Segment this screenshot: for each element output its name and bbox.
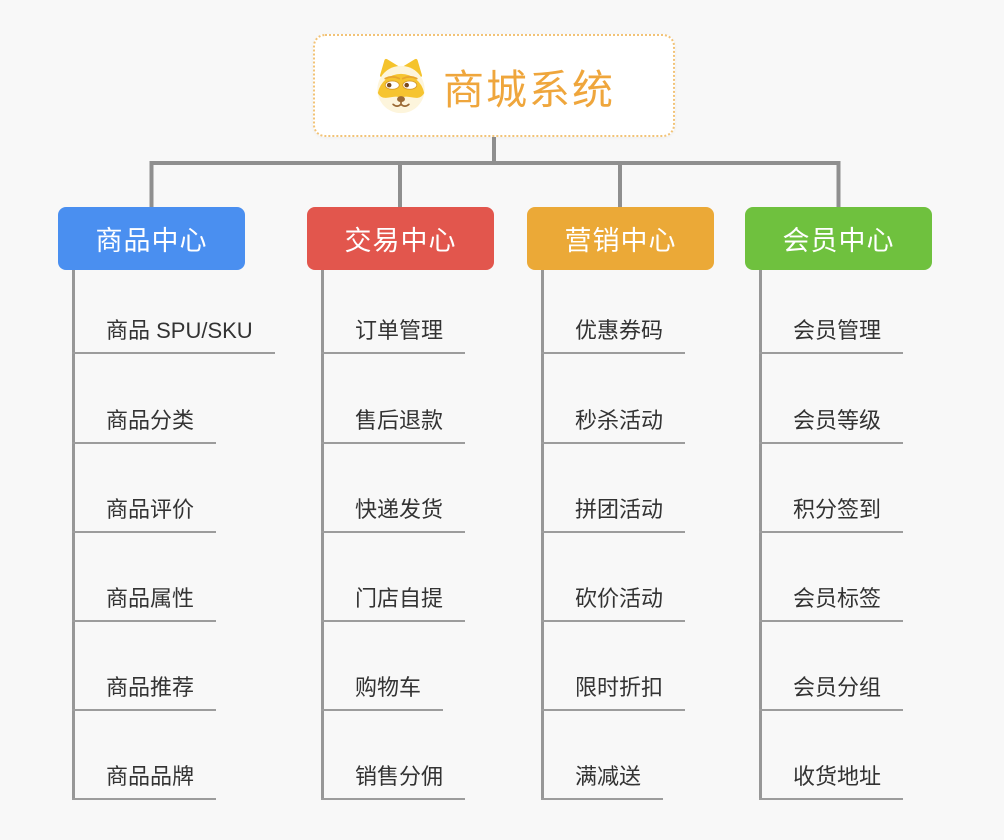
leaf-node[interactable]: 秒杀活动 [541,406,686,444]
leaf-node[interactable]: 积分签到 [759,495,904,533]
branch-spine [541,270,544,800]
leaf-node[interactable]: 会员等级 [759,406,904,444]
branch-column-trade-center: 交易中心 订单管理 售后退款 快递发货 门店自提 购物车 销售分佣 [307,0,557,840]
leaf-node[interactable]: 售后退款 [321,406,466,444]
leaf-node[interactable]: 限时折扣 [541,673,686,711]
leaf-node[interactable]: 销售分佣 [321,762,466,800]
branch-spine [321,270,324,800]
leaf-node[interactable]: 会员标签 [759,584,904,622]
branch-node-marketing-center[interactable]: 营销中心 [527,207,714,270]
doge-right-pupil [404,82,409,87]
leaf-node[interactable]: 会员管理 [759,316,904,354]
root-node[interactable]: 商城系统 [313,34,675,137]
branch-column-marketing-center: 营销中心 优惠券码 秒杀活动 拼团活动 砍价活动 限时折扣 满减送 [527,0,777,840]
leaf-node[interactable]: 商品评价 [72,495,217,533]
root-node-title: 商城系统 [443,66,615,113]
branch-node-member-center[interactable]: 会员中心 [745,207,932,270]
leaf-node[interactable]: 拼团活动 [541,495,686,533]
leaf-node[interactable]: 商品品牌 [72,762,217,800]
leaf-node[interactable]: 优惠券码 [541,316,686,354]
leaf-node[interactable]: 商品推荐 [72,673,217,711]
leaf-node[interactable]: 门店自提 [321,584,466,622]
doge-nose [397,95,405,102]
doge-left-pupil [386,82,392,87]
branch-column-member-center: 会员中心 会员管理 会员等级 积分签到 会员标签 会员分组 收货地址 [745,0,995,840]
leaf-node[interactable]: 满减送 [541,762,664,800]
doge-fur-cap [377,73,425,98]
branch-node-trade-center[interactable]: 交易中心 [307,207,494,270]
doge-left-brow [384,75,401,79]
leaf-node[interactable]: 商品属性 [72,584,217,622]
branch-spine [72,270,75,800]
leaf-node[interactable]: 订单管理 [321,316,466,354]
leaf-node[interactable]: 商品分类 [72,406,217,444]
leaf-node[interactable]: 快递发货 [321,495,466,533]
leaf-node[interactable]: 砍价活动 [541,584,686,622]
leaf-node[interactable]: 商品 SPU/SKU [72,316,275,354]
branch-node-product-center[interactable]: 商品中心 [58,207,245,270]
doge-icon [377,58,425,113]
leaf-node[interactable]: 收货地址 [759,762,904,800]
doge-right-brow [401,75,418,79]
leaf-node[interactable]: 购物车 [321,673,444,711]
leaf-node[interactable]: 会员分组 [759,673,904,711]
branch-spine [759,270,762,800]
branch-column-product-center: 商品中心 商品 SPU/SKU 商品分类 商品评价 商品属性 商品推荐 商品品牌 [58,0,308,840]
doge-mouth [392,99,410,107]
